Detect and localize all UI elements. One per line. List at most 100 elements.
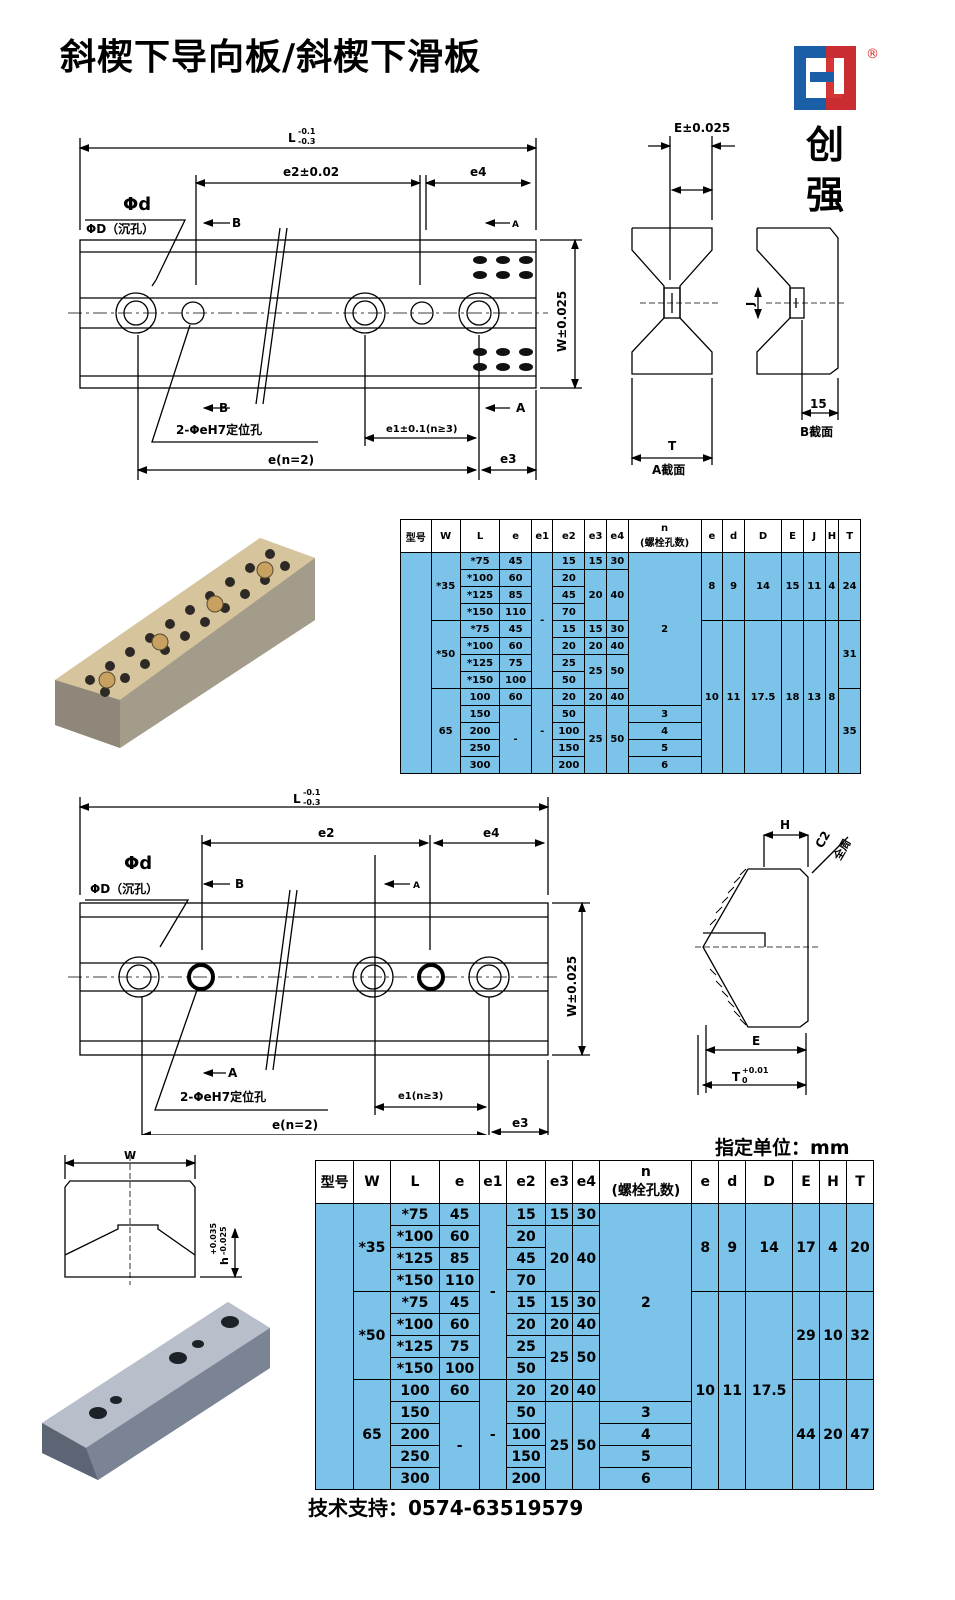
bronze-plate-photo [55, 538, 315, 748]
label-C2: C2 [812, 829, 833, 851]
e4-cell: 50 [572, 1335, 601, 1380]
e-cell: 60 [439, 1225, 480, 1248]
brand-logo: ® [794, 46, 879, 110]
l-cell: *100 [459, 637, 501, 655]
th-e3: e3 [584, 519, 607, 553]
th-e-2: e [691, 1160, 720, 1204]
l-cell: *75 [389, 1291, 441, 1314]
e1-cell: - [531, 552, 554, 689]
d-cell: 11 [722, 620, 745, 774]
e3-cell: 15 [545, 1291, 574, 1314]
model-cell [314, 1203, 355, 1490]
drawing-1: L -0.1 -0.3 e2±0.02 e4 Φd ΦD（沉孔） B B A A… [68, 121, 846, 480]
th-e: e [499, 519, 533, 553]
e-cell: 60 [439, 1379, 480, 1402]
e3-cell: 20 [545, 1225, 574, 1292]
l-cell: *125 [459, 654, 501, 672]
E-cell: 44 [792, 1379, 820, 1490]
dim-e: e(n=2) [268, 453, 314, 467]
th-n-label: n [661, 523, 669, 534]
e-cell: 60 [499, 569, 533, 587]
d-cell: 9 [718, 1203, 747, 1292]
w-cell: 65 [430, 688, 461, 774]
l-cell: 150 [389, 1401, 441, 1424]
label-phi-d-2: Φd [124, 853, 152, 874]
th-T: T [845, 1160, 875, 1204]
e4-cell: 40 [572, 1313, 601, 1336]
e3-cell: 25 [545, 1335, 574, 1380]
w-cell: *35 [430, 552, 461, 621]
e3-cell: 25 [584, 705, 607, 774]
th-D: D [743, 519, 783, 553]
d-cell: 9 [722, 552, 745, 621]
l-cell: *125 [459, 586, 501, 604]
registered-mark: ® [866, 47, 879, 62]
th-L: L [459, 519, 501, 553]
e1-cell: - [479, 1203, 507, 1380]
l-cell: *150 [459, 603, 501, 621]
e2-cell: 200 [505, 1467, 547, 1490]
n-cell: 6 [599, 1467, 693, 1490]
dim-h-tol-upper: +0.035 [209, 1223, 218, 1255]
label-phi-d: Φd [123, 194, 151, 215]
dim-L-tol-lower: -0.3 [298, 137, 316, 146]
J-cell: 11 [802, 552, 826, 621]
e2-cell: 15 [552, 552, 586, 570]
th-d: d [718, 1160, 747, 1204]
e2-cell: 20 [552, 569, 586, 587]
T-cell: 35 [838, 688, 861, 774]
model-cell [400, 552, 432, 774]
dim-e2-2: e2 [318, 826, 335, 840]
H-cell: 8 [824, 620, 840, 774]
dim-h: h [218, 1257, 231, 1265]
e4-cell: 40 [605, 637, 629, 655]
dim-W-2: W±0.025 [565, 956, 579, 1017]
th-n: n(螺栓孔数) [627, 519, 702, 553]
brand-name: 创 强 [795, 120, 855, 220]
T-cell: 31 [838, 620, 861, 689]
dim-W: W±0.025 [555, 291, 569, 352]
H-cell: 4 [818, 1203, 847, 1292]
n-cell: 3 [599, 1401, 693, 1424]
l-cell: *75 [459, 620, 501, 638]
l-cell: 300 [389, 1467, 441, 1490]
e-cell: 110 [499, 603, 533, 621]
label-pin-hole-2: 2-ΦeH7定位孔 [180, 1089, 266, 1104]
e4-cell: 50 [605, 705, 629, 774]
e3-cell: 20 [584, 688, 607, 706]
dim-e4: e4 [470, 165, 487, 179]
brand-char-1: 创 [805, 123, 844, 167]
e1-cell: - [479, 1379, 507, 1490]
e-cell: 60 [499, 637, 533, 655]
e3-cell: 15 [584, 552, 607, 570]
D-cell: 14 [745, 1203, 794, 1292]
th-E: E [792, 1160, 820, 1204]
e-cell: 75 [499, 654, 533, 672]
e3-cell: 25 [545, 1401, 574, 1490]
T-cell: 20 [845, 1203, 875, 1292]
dim-T: T [668, 439, 677, 453]
dim-e2: e2±0.02 [283, 165, 339, 179]
dim-L: L [288, 131, 296, 145]
n-cell: 2 [599, 1203, 693, 1402]
l-cell: 300 [459, 756, 501, 774]
E-cell: 29 [792, 1291, 820, 1380]
e2-cell: 150 [505, 1445, 547, 1468]
th-W: W [353, 1160, 391, 1204]
page-title: 斜楔下导向板/斜楔下滑板 [60, 37, 482, 78]
e2-cell: 70 [505, 1269, 547, 1292]
dim-E-2: E [752, 1034, 760, 1048]
D-cell: 17.5 [743, 620, 783, 774]
th-model: 型号 [400, 519, 432, 553]
e2-cell: 20 [505, 1379, 547, 1402]
e4-cell: 30 [605, 620, 629, 638]
dim-e1: e1±0.1(n≥3) [386, 424, 457, 435]
e4-cell: 30 [605, 552, 629, 570]
label-pin-hole: 2-ΦeH7定位孔 [176, 422, 262, 437]
e-cell: 100 [499, 671, 533, 689]
e2-cell: 200 [552, 756, 586, 774]
H-cell: 10 [818, 1291, 847, 1380]
tech-support-phone: 技术支持：0574-63519579 [308, 1496, 584, 1520]
section-mark-A-2-bottom: A [228, 1066, 238, 1080]
l-cell: 100 [459, 688, 501, 706]
